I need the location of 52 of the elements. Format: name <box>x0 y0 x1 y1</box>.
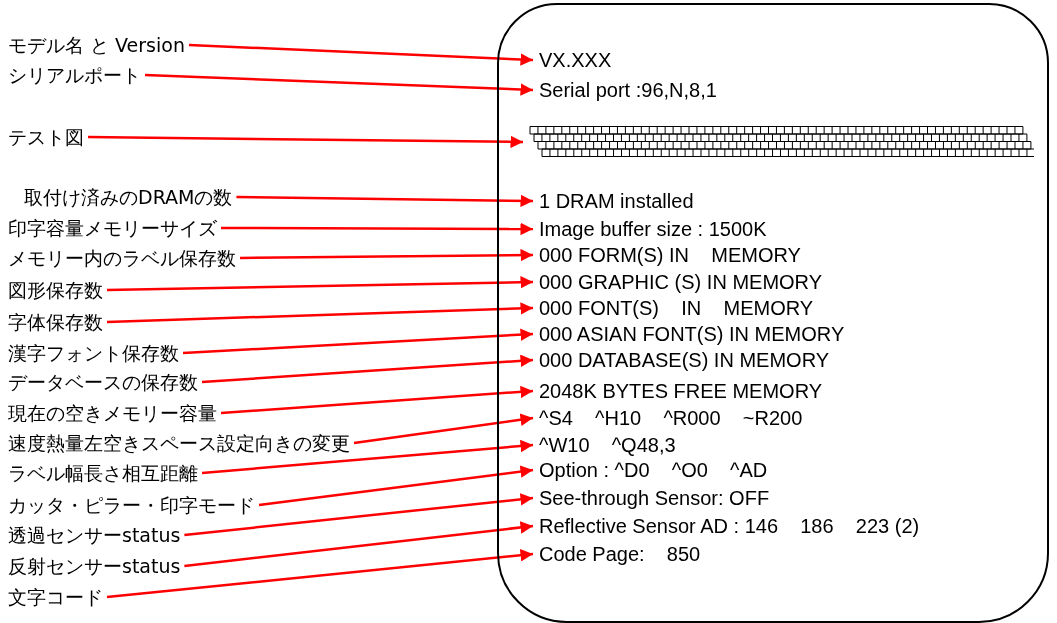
arrow <box>220 385 534 415</box>
printout-line: Image buffer size : 1500K <box>539 217 767 241</box>
callout-label: シリアルポート <box>8 63 141 87</box>
printout-line: Reflective Sensor AD : 146 186 223 (2) <box>539 514 920 538</box>
printout-line: 000 GRAPHIC (S) IN MEMORY <box>539 270 823 294</box>
callout-label: 文字コード <box>8 585 103 609</box>
callout-label: 透過センサーstatus <box>8 523 181 547</box>
arrow <box>184 521 534 568</box>
callout-label: モデル名 と Version <box>8 33 185 57</box>
arrow <box>144 73 534 96</box>
arrow <box>106 276 534 292</box>
printout-line: 000 DATABASE(S) IN MEMORY <box>539 348 830 372</box>
arrow <box>221 222 533 236</box>
printout-line: VX.XXX <box>539 48 612 72</box>
callout-label: 字体保存数 <box>8 310 103 334</box>
printout-line: ^W10 ^Q48,3 <box>539 433 676 457</box>
printout-line: 1 DRAM installed <box>539 189 694 213</box>
arrow <box>201 354 534 384</box>
callout-label: 印字容量メモリーサイズ <box>8 216 217 240</box>
arrow <box>88 135 523 149</box>
printout-line: 2048K BYTES FREE MEMORY <box>539 379 823 403</box>
arrow <box>106 302 534 324</box>
callout-label: カッタ・ピラー・印字モード <box>8 493 255 517</box>
callout-label: ラベル幅長さ相互距離 <box>8 461 198 485</box>
callout-label: テスト図 <box>8 125 84 149</box>
arrow <box>240 248 533 262</box>
printout-line: See-through Sensor: OFF <box>539 486 770 510</box>
printout-line: 000 ASIAN FONT(S) IN MEMORY <box>539 322 845 346</box>
printout-line: 000 FORM(S) IN MEMORY <box>539 243 801 267</box>
arrow <box>258 465 534 507</box>
arrow <box>236 194 533 208</box>
arrow <box>106 549 534 599</box>
callout-label: 図形保存数 <box>8 278 103 302</box>
printout-line: ^S4 ^H10 ^R000 ~R200 <box>539 406 803 430</box>
printout-frame <box>497 3 1049 623</box>
printout-line: Serial port :96,N,8,1 <box>539 78 717 102</box>
callout-label: 反射センサーstatus <box>8 554 181 578</box>
arrow <box>184 493 534 537</box>
printout-line: 000 FONT(S) IN MEMORY <box>539 296 814 320</box>
printout-line: Code Page: 850 <box>539 542 701 566</box>
callout-label: 漢字フォント保存数 <box>8 341 179 365</box>
callout-label: データベースの保存数 <box>8 370 198 394</box>
printout-line: Option : ^D0 ^O0 ^AD <box>539 458 768 482</box>
arrow <box>188 43 534 66</box>
callout-label: 速度熱量左空きスペース設定向きの変更 <box>8 431 350 455</box>
arrow <box>201 439 534 475</box>
callout-label: メモリー内のラベル保存数 <box>8 246 236 270</box>
callout-label: 取付け済みのDRAMの数 <box>24 185 233 209</box>
callout-label: 現在の空きメモリー容量 <box>8 401 217 425</box>
arrow <box>182 328 534 355</box>
test-pattern-drawing <box>529 126 1034 158</box>
arrow <box>353 413 534 445</box>
